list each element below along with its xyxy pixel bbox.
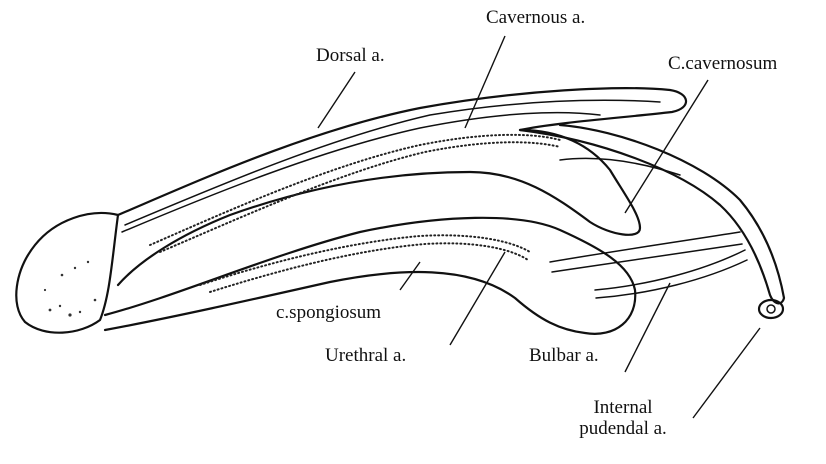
label-bulbar-artery: Bulbar a.	[529, 346, 599, 367]
label-internal-pudendal-line2: pudendal a.	[579, 418, 667, 439]
urethral-branch	[550, 232, 740, 262]
label-dorsal-artery: Dorsal a.	[316, 46, 385, 67]
label-corpus-spongiosum: c.spongiosum	[276, 303, 381, 324]
leader-c-cavernosum	[625, 80, 708, 213]
leader-dorsal	[318, 72, 355, 128]
urethral-branch-2	[552, 244, 742, 272]
label-corpus-cavernosum: C.cavernosum	[668, 54, 777, 75]
dorsal-artery-line	[125, 100, 660, 225]
bulbar-branch-2	[596, 260, 747, 298]
glans-stipple	[44, 261, 96, 317]
corpus-cavernosum-outline	[118, 88, 686, 285]
cavernous-artery-dots	[150, 135, 560, 245]
leader-cavernous	[465, 36, 505, 128]
glans-outline	[16, 213, 118, 333]
cavernous-artery-dots-2	[160, 142, 560, 252]
cavernous-branch	[560, 158, 680, 175]
label-internal-pudendal-line1: Internal	[593, 397, 652, 418]
internal-pudendal-artery	[520, 125, 784, 303]
leader-bulbar	[625, 283, 670, 372]
label-cavernous-artery: Cavernous a.	[486, 8, 585, 29]
leader-c-spongiosum	[400, 262, 420, 290]
label-internal-pudendal-artery: Internal pudendal a.	[568, 398, 678, 440]
leader-internal-pudendal	[693, 328, 760, 418]
internal-pudendal-cut-end	[759, 300, 783, 318]
leader-urethral	[450, 252, 505, 345]
label-urethral-artery: Urethral a.	[325, 346, 406, 367]
urethral-artery-dots	[200, 235, 530, 285]
